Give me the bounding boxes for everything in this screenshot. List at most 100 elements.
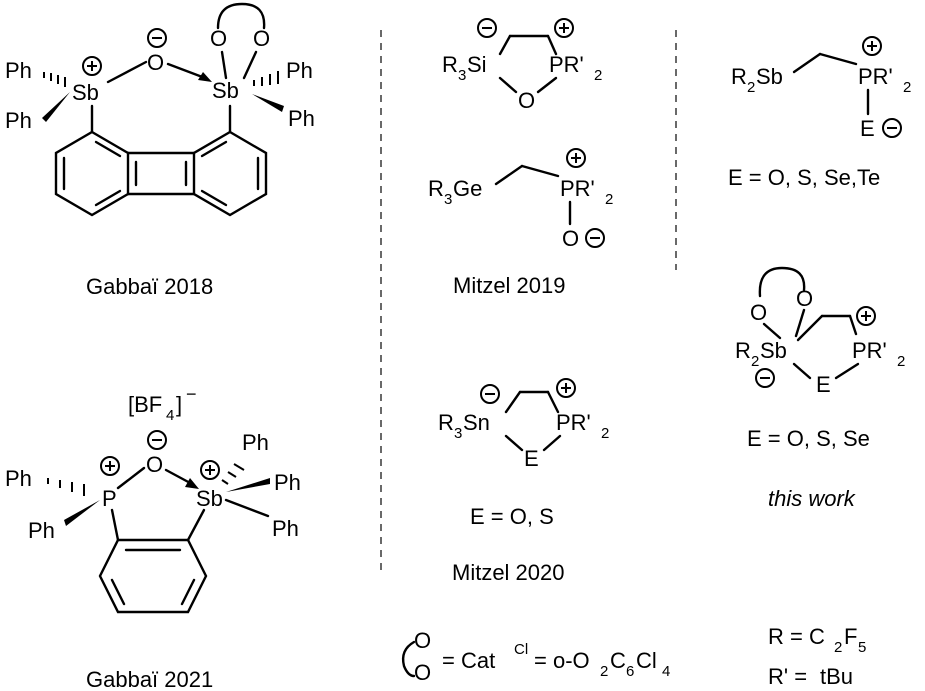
catecholate-arc xyxy=(216,2,266,30)
this-work-structure: O O R 2 Sb PR' 2 E xyxy=(735,266,905,397)
gabbai-2021-structure: [BF 4 ] − O P Sb Ph Ph Ph Ph Ph xyxy=(5,384,301,614)
svg-text:−: − xyxy=(186,384,197,404)
minus-charge-icon xyxy=(480,384,500,404)
svg-text:Cl: Cl xyxy=(636,648,657,673)
svg-text:tBu: tBu xyxy=(820,664,853,689)
svg-text:PR': PR' xyxy=(852,338,887,363)
svg-text:Ge: Ge xyxy=(453,176,482,201)
minus-charge-icon xyxy=(882,118,902,138)
o-atom: O xyxy=(146,452,163,477)
wedge-bond xyxy=(226,478,270,492)
svg-text:PR': PR' xyxy=(560,176,595,201)
svg-text:C: C xyxy=(610,648,626,673)
ph-label: Ph xyxy=(5,466,32,491)
caption-gabbai-2021: Gabbaï 2021 xyxy=(86,667,213,691)
ph-label: Ph xyxy=(288,106,315,131)
substituent-legend: R = C 2 F 5 R' = tBu xyxy=(768,624,866,689)
mitzel-ge-structure: R 3 Ge PR' 2 O xyxy=(428,148,613,251)
e-atom: E xyxy=(860,116,875,141)
o-atom: O xyxy=(796,286,813,311)
svg-text:Sn: Sn xyxy=(463,410,490,435)
svg-text:R: R xyxy=(428,176,444,201)
svg-text:PR': PR' xyxy=(858,64,893,89)
dative-arrow xyxy=(166,62,207,80)
plus-charge-icon xyxy=(200,460,220,480)
mitzel-si-structure: R 3 Si PR' 2 O xyxy=(442,18,602,113)
sb-atom-right: Sb xyxy=(212,78,239,103)
svg-text:3: 3 xyxy=(444,191,452,208)
svg-text:]: ] xyxy=(176,392,182,417)
catecholate-legend: O O = Cat Cl = o-O 2 C 6 Cl 4 xyxy=(401,628,670,685)
o-atom: O xyxy=(750,300,767,325)
catecholate-arc xyxy=(758,266,806,298)
plus-charge-icon xyxy=(566,148,586,168)
svg-text:PR': PR' xyxy=(556,410,591,435)
wedge-bond xyxy=(252,94,284,112)
svg-text:Sb: Sb xyxy=(756,64,783,89)
mitzel-sn-structure: R 3 Sn PR' 2 E xyxy=(438,378,609,471)
svg-text:2: 2 xyxy=(897,353,905,370)
right-condition-top: E = O, S, Se,Te xyxy=(728,165,880,190)
ph-label: Ph xyxy=(272,516,299,541)
antimony-ylide-open-structure: R 2 Sb PR' 2 E xyxy=(731,36,911,141)
svg-text:Sb: Sb xyxy=(760,338,787,363)
benzene-ring xyxy=(192,130,268,217)
svg-text:PR': PR' xyxy=(549,52,584,77)
svg-text:3: 3 xyxy=(454,425,462,442)
svg-text:4: 4 xyxy=(166,407,174,424)
svg-text:= o-O: = o-O xyxy=(534,648,590,673)
svg-text:R: R xyxy=(442,52,458,77)
svg-text:4: 4 xyxy=(662,663,670,680)
svg-text:2: 2 xyxy=(594,67,602,84)
svg-text:2: 2 xyxy=(903,79,911,96)
svg-text:2: 2 xyxy=(747,79,755,96)
ph-label: Ph xyxy=(5,58,32,83)
o-atom: O xyxy=(414,660,431,685)
svg-text:Si: Si xyxy=(467,52,487,77)
plus-charge-icon xyxy=(556,378,576,398)
svg-text:R: R xyxy=(735,338,751,363)
minus-charge-icon xyxy=(477,18,497,38)
svg-text:5: 5 xyxy=(858,639,866,656)
right-condition-bottom: E = O, S, Se xyxy=(747,426,870,451)
dative-arrow xyxy=(164,468,194,486)
plus-charge-icon xyxy=(100,456,120,476)
svg-text:2: 2 xyxy=(751,353,759,370)
hashed-bond xyxy=(253,71,279,86)
svg-text:R = C: R = C xyxy=(768,624,825,649)
sb-atom: Sb xyxy=(196,486,223,511)
wedge-bond xyxy=(42,92,70,122)
caption-mitzel-2019: Mitzel 2019 xyxy=(453,273,566,298)
svg-text:2: 2 xyxy=(834,639,842,656)
svg-text:Cl: Cl xyxy=(514,641,528,658)
o-atom: O xyxy=(562,226,579,251)
svg-text:2: 2 xyxy=(601,425,609,442)
ph-label: Ph xyxy=(28,518,55,543)
caption-this-work: this work xyxy=(768,486,856,511)
o-atom: O xyxy=(253,26,270,51)
ph-label: Ph xyxy=(5,108,32,133)
hashed-bond xyxy=(43,72,66,87)
o-atom: O xyxy=(147,50,164,75)
svg-text:R: R xyxy=(731,64,747,89)
minus-charge-icon xyxy=(147,430,167,450)
plus-charge-icon xyxy=(862,36,882,56)
svg-text:= Cat: = Cat xyxy=(442,648,495,673)
svg-text:2: 2 xyxy=(605,191,613,208)
minus-charge-icon xyxy=(585,228,605,248)
bf4-label: [BF xyxy=(128,392,162,417)
ph-label: Ph xyxy=(274,470,301,495)
benzene-ring xyxy=(54,130,130,217)
caption-gabbai-2018: Gabbaï 2018 xyxy=(86,274,213,299)
e-atom: E xyxy=(524,446,539,471)
sb-atom-left: Sb xyxy=(72,80,99,105)
o-atom: O xyxy=(210,26,227,51)
svg-text:R' =: R' = xyxy=(768,664,807,689)
minus-charge-icon xyxy=(147,28,167,48)
hashed-bond xyxy=(221,463,245,485)
o-atom: O xyxy=(414,628,431,653)
svg-text:2: 2 xyxy=(600,663,608,680)
o-atom: O xyxy=(518,88,535,113)
catecholate-arc xyxy=(401,640,416,678)
